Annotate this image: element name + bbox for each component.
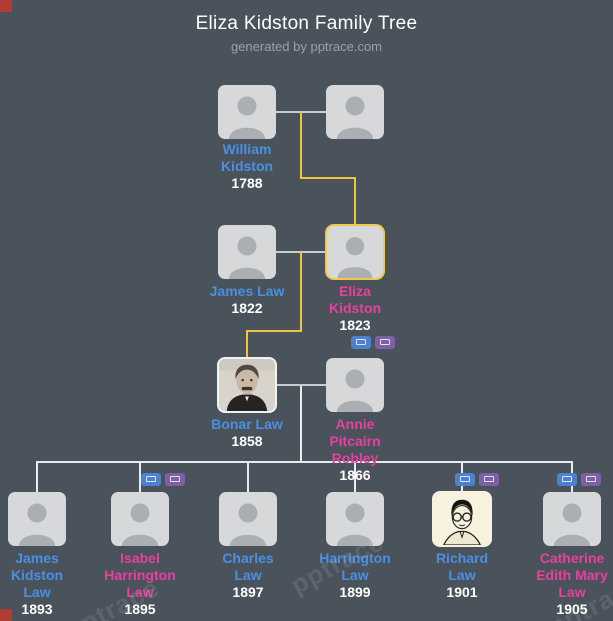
person-name: Harrington Law — [319, 550, 391, 583]
label-charles-law: Charles Law 1897 — [193, 550, 303, 601]
family-chart-icon-blue[interactable] — [141, 473, 161, 486]
highlight-path-to-eliza — [354, 177, 356, 225]
person-icon — [230, 503, 266, 546]
children-stem-line — [300, 386, 302, 463]
person-year: 1893 — [21, 601, 53, 617]
person-year: 1895 — [124, 601, 156, 617]
person-icon — [337, 96, 373, 139]
person-name: Richard Law — [435, 550, 489, 583]
family-chart-icon-purple[interactable] — [375, 336, 395, 349]
person-name: Annie Pitcairn Robley — [329, 416, 381, 466]
family-chart-icon-blue[interactable] — [351, 336, 371, 349]
family-chart-icon-blue[interactable] — [455, 473, 475, 486]
highlight-path-to-bonar — [246, 330, 248, 358]
label-william-kidston: William Kidston 1788 — [192, 141, 302, 192]
chart-glyph — [484, 476, 494, 482]
person-icon — [337, 237, 373, 278]
card-eliza-kidston-highlighted[interactable] — [325, 224, 385, 280]
drop-line-child-1 — [36, 461, 38, 492]
richard-law-sketch — [434, 493, 490, 545]
person-icon — [554, 503, 590, 546]
drop-line-child-3 — [247, 461, 249, 492]
label-richard-law: Richard Law 1901 — [407, 550, 517, 601]
card-bonar-law-portrait[interactable] — [217, 357, 277, 413]
person-name: Eliza Kidston — [328, 283, 382, 316]
family-chart-icon-purple[interactable] — [581, 473, 601, 486]
card-richard-law-portrait[interactable] — [432, 491, 492, 547]
card-harrington-law[interactable] — [326, 492, 384, 546]
red-corner-marker-bottom-left — [0, 609, 12, 621]
person-name: Charles Law — [222, 550, 274, 583]
person-name: James Kidston Law — [10, 550, 64, 600]
person-year: 1901 — [446, 584, 478, 600]
family-chart-icon-blue[interactable] — [557, 473, 577, 486]
highlight-path-gen2-elbow — [246, 330, 302, 332]
chart-glyph — [146, 476, 156, 482]
page-subtitle: generated by pptrace.com — [230, 39, 383, 54]
label-eliza-kidston: Eliza Kidston 1823 — [300, 283, 410, 334]
chart-glyph — [170, 476, 180, 482]
label-harrington-law: Harrington Law 1899 — [300, 550, 410, 601]
person-name: Bonar Law — [211, 416, 283, 432]
person-icon — [122, 503, 158, 546]
person-year: 1897 — [232, 584, 264, 600]
person-year: 1822 — [231, 300, 263, 316]
drop-line-child-2 — [139, 461, 141, 492]
drop-line-child-4 — [354, 461, 356, 492]
chart-glyph — [356, 339, 366, 345]
family-chart-icon-purple[interactable] — [165, 473, 185, 486]
connector-gen3-couple — [276, 384, 326, 386]
card-annie-pitcairn-robley[interactable] — [326, 358, 384, 412]
bonar-law-photo — [219, 359, 275, 411]
page-title: Eliza Kidston Family Tree — [195, 13, 418, 34]
card-james-kidston-law[interactable] — [8, 492, 66, 546]
chart-glyph — [380, 339, 390, 345]
label-annie-pitcairn-robley: Annie Pitcairn Robley 1866 — [300, 416, 410, 484]
person-icon — [229, 96, 265, 139]
card-catherine-edith-mary-law[interactable] — [543, 492, 601, 546]
chart-glyph — [562, 476, 572, 482]
card-gen1-mother[interactable] — [326, 85, 384, 139]
person-year: 1823 — [339, 317, 371, 333]
person-name: Catherine Edith Mary Law — [536, 550, 608, 600]
person-name: James Law — [209, 283, 285, 299]
person-icon — [19, 503, 55, 546]
person-year: 1858 — [231, 433, 263, 449]
person-year: 1788 — [231, 175, 263, 191]
chart-glyph — [460, 476, 470, 482]
family-chart-icon-purple[interactable] — [479, 473, 499, 486]
chart-glyph — [586, 476, 596, 482]
person-name: William Kidston — [220, 141, 274, 174]
person-year: 1899 — [339, 584, 371, 600]
card-charles-law[interactable] — [219, 492, 277, 546]
red-corner-marker-top-left — [0, 0, 12, 12]
highlight-path-gen2-drop — [300, 252, 302, 332]
person-icon — [229, 236, 265, 279]
label-catherine-edith-mary-law: Catherine Edith Mary Law 1905 — [517, 550, 613, 618]
person-year: 1905 — [556, 601, 588, 617]
person-icon — [337, 503, 373, 546]
highlight-path-gen1-drop — [300, 112, 302, 179]
label-isabel-harrington-law: Isabel Harrington Law 1895 — [85, 550, 195, 618]
person-name: Isabel Harrington Law — [104, 550, 176, 600]
label-james-law: James Law 1822 — [192, 283, 302, 317]
label-bonar-law: Bonar Law 1858 — [192, 416, 302, 450]
card-james-law[interactable] — [218, 225, 276, 279]
highlight-path-gen1-elbow — [300, 177, 356, 179]
label-james-kidston-law: James Kidston Law 1893 — [0, 550, 92, 618]
card-isabel-harrington-law[interactable] — [111, 492, 169, 546]
person-year: 1866 — [339, 467, 371, 483]
children-rail-line — [37, 461, 573, 463]
person-icon — [337, 369, 373, 412]
card-william-kidston[interactable] — [218, 85, 276, 139]
